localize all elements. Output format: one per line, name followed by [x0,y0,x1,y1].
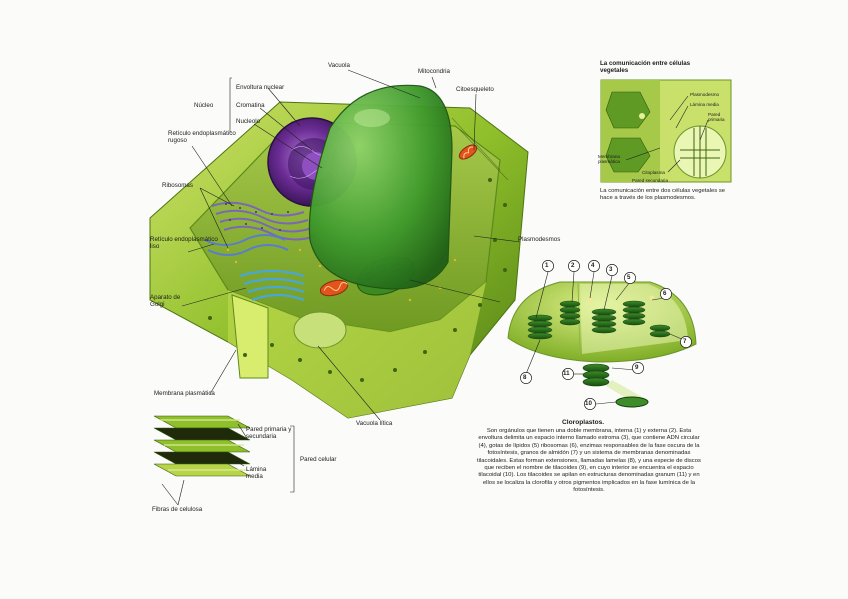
label-smooth-er: Retículo endoplasmático liso [150,236,218,251]
inset-title: La comunicación entre células vegetales [600,60,691,75]
label-cytoskeleton: Citoesqueleto [456,86,494,93]
label-nucleolus: Nucleolo [236,118,261,125]
label-cell-wall: Pared celular [300,456,337,463]
inset-label-primary-wall: Pared primaria [708,112,725,123]
mitochondrion [319,144,478,297]
callout-6: 6 [663,290,667,297]
inset-label-plasmodesmata: Plasmodesmo [690,92,720,97]
chloroplast-detail [507,281,697,408]
label-golgi: Aparato de Golgi [150,294,181,309]
callout-5: 5 [627,274,631,281]
callout-4: 4 [591,262,595,269]
label-rough-er: Retículo endoplasmático rugoso [168,130,236,145]
label-lytic-vacuole: Vacuola lítica [356,420,393,427]
callout-2: 2 [571,262,575,269]
callout-1: 1 [545,262,549,269]
label-nuclear-envelope: Envoltura nuclear [236,84,285,91]
central-vacuole [308,84,453,290]
label-cellulose-fibers: Fibras de celulosa [152,506,203,513]
inset-plasmodesmata [600,79,732,183]
inset-label-cytoplasm: Citoplasma [642,170,665,175]
callout-3: 3 [609,266,613,273]
numbered-callouts [520,260,692,410]
label-plasmodesmata: Plasmodesmos [518,236,561,243]
label-vacuole: Vacuola [328,62,350,69]
callout-8: 8 [523,374,527,381]
label-chromatin: Cromatina [236,102,265,109]
inset-caption: La comunicación entre dos células vegeta… [600,188,726,202]
inset-label-secondary-wall: Pared secundaria [632,178,669,183]
label-mitochondria: Mitocondria [418,68,450,75]
chloroplast-heading: Cloroplastos. [562,419,605,426]
inset-cell-wall [153,415,251,477]
label-ribosomes: Ribosomas [162,182,193,189]
callout-10: 10 [585,400,592,407]
plant-cell [149,84,529,419]
chloroplast-description: Son orgánulos que tienen una doble membr… [477,428,701,494]
label-plasma-membrane: Membrana plasmática [154,390,215,397]
label-primary-secondary-wall: Pared primaria y secundaria [246,426,292,441]
label-middle-lamella: Lámina media [246,466,267,481]
inset-label-middle-lamella: Lámina media [690,102,719,107]
callout-11: 11 [563,370,570,377]
inset-label-plasma-membrane: Membrana plasmática [598,154,620,165]
callout-9: 9 [635,364,639,371]
label-nucleus: Núcleo [194,102,214,109]
leader-lines [161,69,709,506]
callout-7: 7 [683,338,687,345]
